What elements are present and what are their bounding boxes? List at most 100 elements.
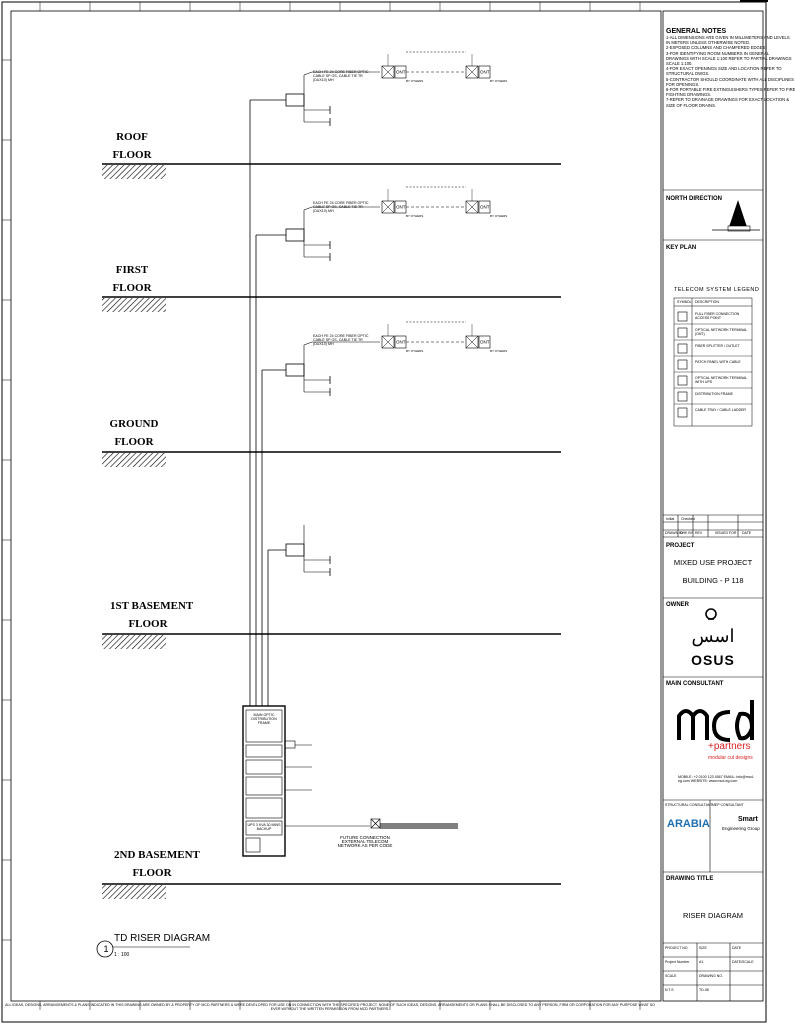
by-others-label: BY OTHERS [490,349,507,353]
general-note-line: 5-CONTRACTOR SHOULD COORDINATE WITH ALL … [666,76,794,82]
info-table-cell: PROJECT NO. [665,946,689,950]
ont-label: ONT [480,70,490,75]
general-note-line: SIZE OF FLOOR DRAINS. [666,102,717,108]
legend-symbol-icon [677,391,688,402]
drawing-title-label: DRAWING TITLE [666,876,714,882]
external-network-note: FUTURE CONNECTION EXTERNAL TELECOM NETWO… [337,835,393,849]
legend-header-description: DESCRIPTION [695,300,719,304]
info-table-cell: DATE/SCALE [732,960,754,964]
legend-row-description: OPTICAL NETWORK TERMINAL WITH UPS [695,376,748,384]
general-note-line: FOR OPENINGS. [666,81,700,87]
legend-title: TELECOM SYSTEM LEGEND [674,287,760,293]
structural-consultant-logo: ARABIA [667,818,710,830]
mep-consultant-label: MEP CONSULTANT [712,803,744,807]
general-note-line: FIGHTING DRAWINGS. [666,92,712,98]
project-building: BUILDING - P 118 [682,576,744,585]
callout-number: 1 [103,944,109,954]
revision-header: DRAWN BY [665,531,684,535]
legend-symbol-icon [677,375,688,386]
owner-name: OSUS [691,652,735,668]
floor-distribution-box [285,93,305,107]
legend-row-description: DISTRIBUTION FRAME [695,392,733,396]
copyright-footer: ALL IDEAS, DESIGNS, ARRANGEMENTS & PLANS… [5,1003,655,1011]
owner-label: OWNER [666,602,689,608]
revision-header: REV [695,531,703,535]
info-table-cell: SCALE [665,974,677,978]
consultant-partners: +partners [708,741,751,752]
by-others-label: BY OTHERS [490,214,507,218]
mcd-logo [677,700,754,742]
general-note-line: STRUCTURAL DWGS. [666,71,710,77]
ups-label: UPS 3 KVA 30 MINS BACKUP [247,823,281,832]
floor-panel [285,525,331,576]
general-note-line: 7-REFER TO DRAINAGE DRAWINGS FOR EXACT L… [666,97,790,103]
ont-box [478,200,491,214]
project-name: MIXED USE PROJECT [673,558,753,567]
legend-symbol-icon [677,327,688,338]
general-notes-list: 1-ALL DIMENSIONS ARE GIVEN IN MILLIMETER… [666,35,795,108]
legend-symbol-icon [677,407,688,418]
revision-header: CHK BY [680,531,694,535]
project-label: PROJECT [666,543,695,549]
border-ticks [2,2,641,1010]
by-others-label: BY OTHERS [406,349,423,353]
drawing-border [10,10,662,1002]
info-table-cell: A1 [699,960,704,964]
legend-row-description: CABLE TRAY / CABLE LADDER [695,408,746,412]
ont-label: ONT [396,205,406,210]
owner-arabic: اسس [691,626,735,646]
riser-note-first: EACH FE 24 CORE FIBER OPTIC CABLE SP OS,… [313,201,369,214]
cabinet-mdf-label: MAIN OPTIC DISTRIBUTION FRAME [251,713,277,726]
north-arrow-icon [712,200,760,232]
rev-checked: Checked [681,517,695,521]
ont-label: ONT [480,205,490,210]
mep-consultant-sub: Engineering Group [722,826,760,831]
osus-logo [705,608,717,620]
sheet-border [1,1,767,1023]
general-notes: GENERAL NOTES 1-ALL DIMENSIONS ARE GIVEN… [666,28,795,108]
general-note-line: 1-ALL DIMENSIONS ARE GIVEN IN MILLIMETER… [666,35,790,40]
legend-header-symbol: SYMBOL [677,300,692,304]
by-others-label: BY OTHERS [406,79,423,83]
ont-label: ONT [396,340,406,345]
titleblock-grid [663,189,763,1001]
legend-symbol-icon [677,311,688,322]
legend-symbol-icon [677,359,688,370]
main-cabinet [242,705,458,857]
general-note-line: 4-FOR EXACT OPENINGS SIZE AND LOCATION R… [666,66,782,72]
consultant-logo-text: mcd [0,0,2,1]
mep-consultant-logo: Smart [738,816,758,823]
general-note-line: 2-EXPOSED COLUMNS AND CHAMFERED EDGES. [666,45,767,51]
callout-circle [96,940,114,958]
revision-header: ISSUED FOR [715,531,737,535]
legend-table [673,297,753,427]
ont-label: ONT [480,340,490,345]
info-table-cell: SIZE [699,946,707,950]
ont-label: ONT [396,70,406,75]
info-table-cell: N.T.S [665,988,674,992]
drawing-title-value: RISER DIAGRAM [682,911,743,920]
rev-initial: Initial [666,517,675,521]
legend-symbols [674,311,752,418]
floor-lines [102,163,561,899]
consultant-tagline: modular cut designs [708,755,753,761]
info-table-cell: DRAWING NO. [699,974,723,978]
general-note-line: IN METERS UNLESS OTHERWISE NOTED. [666,40,751,46]
legend-row-description: OPTICAL NETWORK TERMINAL (ONT) [695,328,748,336]
revision-header: DATE [742,531,752,535]
ont-box [478,65,491,79]
info-table-cell: TD-08 [699,988,709,992]
structural-consultant-label: STRUCTURAL CONSULTANT [665,803,713,807]
info-table-cell: Project Number [665,960,690,964]
legend-symbol-icon [677,343,688,354]
